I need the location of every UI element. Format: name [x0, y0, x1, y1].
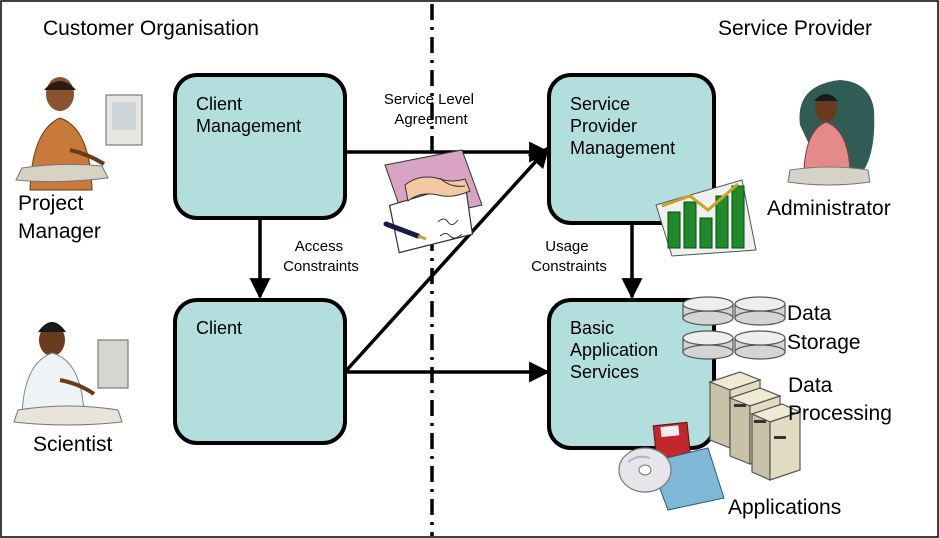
database-icon [682, 296, 786, 360]
server-icon [708, 371, 802, 481]
administrator-label: Administrator [767, 197, 891, 220]
client-management-label: Client Management [196, 94, 301, 136]
software-disks-icon [618, 421, 725, 511]
service-provider-management-label: Service Provider Management [570, 94, 675, 158]
service-level-agreement-label: Service Level Agreement [384, 91, 478, 128]
usage-constraints-label: Usage Constraints [531, 238, 607, 275]
project-manager-label: Project Manager [18, 192, 101, 243]
applications-label: Applications [728, 496, 841, 519]
basic-application-services-label: Basic Application Services [570, 318, 663, 382]
data-processing-label: Data Processing [788, 374, 892, 425]
project-manager-icon [15, 77, 143, 191]
header-customer-organisation: Customer Organisation [43, 17, 259, 40]
header-service-provider: Service Provider [718, 17, 872, 40]
scientist-label: Scientist [33, 433, 113, 456]
client-label: Client [196, 318, 242, 338]
administrator-icon [787, 80, 875, 186]
handshake-icon [383, 149, 483, 254]
data-storage-label: Data Storage [787, 302, 861, 354]
financial-chart-icon [655, 179, 757, 257]
scientist-icon [13, 322, 129, 426]
access-constraints-label: Access Constraints [283, 238, 359, 275]
arrow-client-to-provider-management [343, 146, 550, 374]
